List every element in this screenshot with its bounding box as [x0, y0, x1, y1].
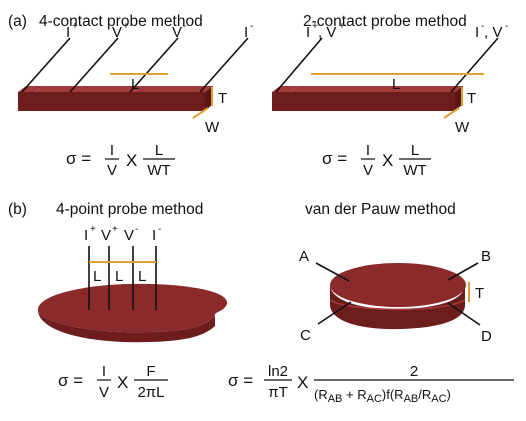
thickness-label-2: T	[467, 90, 476, 107]
length-label-2: L	[392, 76, 400, 93]
svg-text:(RAB + RAC)f(RAB/RAC): (RAB + RAC)f(RAB/RAC)	[314, 387, 451, 405]
four-contact-title: 4-contact probe method	[39, 13, 203, 30]
svg-text:WT: WT	[147, 162, 170, 179]
svg-text:I: I	[102, 363, 106, 380]
four-point-title: 4-point probe method	[56, 201, 203, 218]
vdp-disc-top	[330, 263, 466, 307]
width-dimension	[192, 107, 209, 119]
v-minus-label: V	[172, 24, 182, 41]
panel-a-two-contact: 2-contact probe method I + , V + I - , V…	[272, 13, 508, 179]
v-minus-probe	[129, 37, 179, 93]
vdp-disc-side	[330, 285, 465, 330]
i-plus-label: I	[66, 24, 70, 41]
svg-text:-: -	[158, 224, 161, 235]
svg-text:L: L	[138, 268, 146, 285]
svg-text:I: I	[84, 227, 88, 244]
four-point-equation: σ = I V X F 2πL	[58, 363, 168, 401]
vdp-thickness-label: T	[475, 285, 484, 302]
svg-text:+: +	[312, 21, 318, 32]
bar-front-face-2	[272, 92, 455, 111]
svg-text:-: -	[183, 21, 186, 32]
right-contact-probe	[450, 37, 499, 93]
panel-a-tag: (a)	[8, 13, 27, 30]
svg-text:I: I	[110, 142, 114, 159]
two-contact-equation: σ = I V X L WT	[322, 142, 431, 179]
svg-text:V: V	[363, 162, 373, 179]
svg-text:I: I	[366, 142, 370, 159]
bar-top-face	[35, 86, 213, 92]
disc-side	[38, 311, 215, 343]
panel-a-four-contact: (a) 4-contact probe method I + V + V - I…	[8, 13, 253, 179]
svg-text:L: L	[411, 142, 419, 159]
svg-text:X: X	[126, 151, 137, 170]
svg-text:σ =: σ =	[58, 371, 83, 390]
svg-text:X: X	[382, 151, 393, 170]
i-minus-probe	[199, 37, 249, 93]
two-contact-title: 2-contact probe method	[303, 13, 467, 30]
panel-b-tag: (b)	[8, 201, 27, 218]
contact-d-label: D	[481, 328, 492, 345]
left-contact-probe	[275, 37, 323, 93]
svg-text:-: -	[481, 21, 484, 32]
svg-text:2πL: 2πL	[137, 384, 164, 401]
svg-text:L: L	[93, 268, 101, 285]
svg-text:V: V	[107, 162, 117, 179]
svg-text:+: +	[72, 21, 78, 32]
svg-text:+: +	[90, 224, 96, 235]
svg-text:ln2: ln2	[268, 363, 288, 380]
svg-text:-: -	[135, 224, 138, 235]
svg-text:V: V	[99, 384, 109, 401]
bar-front-face	[18, 92, 205, 111]
right-contact-label: I	[475, 24, 479, 41]
contact-c	[317, 301, 352, 325]
svg-text:X: X	[117, 373, 128, 392]
contact-c-label: C	[300, 327, 311, 344]
svg-text:πT: πT	[268, 384, 288, 401]
svg-text:L: L	[115, 268, 123, 285]
svg-text:-: -	[505, 21, 508, 32]
contact-d	[447, 302, 481, 326]
svg-text:+: +	[339, 21, 345, 32]
four-contact-equation: σ = I V X L WT	[66, 142, 175, 179]
svg-text:X: X	[297, 373, 308, 392]
v-plus-label: V	[112, 24, 122, 41]
svg-text:2: 2	[410, 363, 418, 380]
contact-a-label: A	[299, 248, 309, 265]
width-label-2: W	[455, 119, 470, 136]
panel-b-van-der-pauw: van der Pauw method A B C D T σ = ln2 πT…	[228, 201, 514, 405]
van-der-pauw-equation: σ = ln2 πT X 2 (RAB + RAC)f(RAB/RAC)	[228, 363, 514, 405]
length-label: L	[131, 76, 139, 93]
i-minus-label: I	[244, 24, 248, 41]
contact-a	[315, 262, 350, 282]
svg-text:, V: , V	[318, 24, 336, 41]
width-label: W	[205, 119, 220, 136]
v-plus-probe	[69, 37, 119, 93]
svg-text:σ =: σ =	[228, 371, 253, 390]
svg-text:+: +	[123, 21, 129, 32]
panel-b-four-point: (b) 4-point probe method I + V + V - I -…	[8, 201, 228, 401]
svg-text:, V: , V	[484, 24, 502, 41]
svg-text:L: L	[155, 142, 163, 159]
svg-text:V: V	[124, 227, 134, 244]
van-der-pauw-title: van der Pauw method	[305, 201, 456, 218]
left-contact-label: I	[306, 24, 310, 41]
contact-b-label: B	[481, 248, 491, 265]
svg-text:-: -	[250, 21, 253, 32]
svg-text:WT: WT	[403, 162, 426, 179]
svg-text:+: +	[112, 224, 118, 235]
i-plus-probe	[21, 37, 71, 93]
svg-text:σ =: σ =	[322, 149, 347, 168]
svg-text:F: F	[146, 363, 155, 380]
svg-text:I: I	[152, 227, 156, 244]
svg-text:V: V	[101, 227, 111, 244]
contact-b	[447, 262, 479, 281]
thickness-label: T	[218, 90, 227, 107]
svg-text:σ =: σ =	[66, 149, 91, 168]
